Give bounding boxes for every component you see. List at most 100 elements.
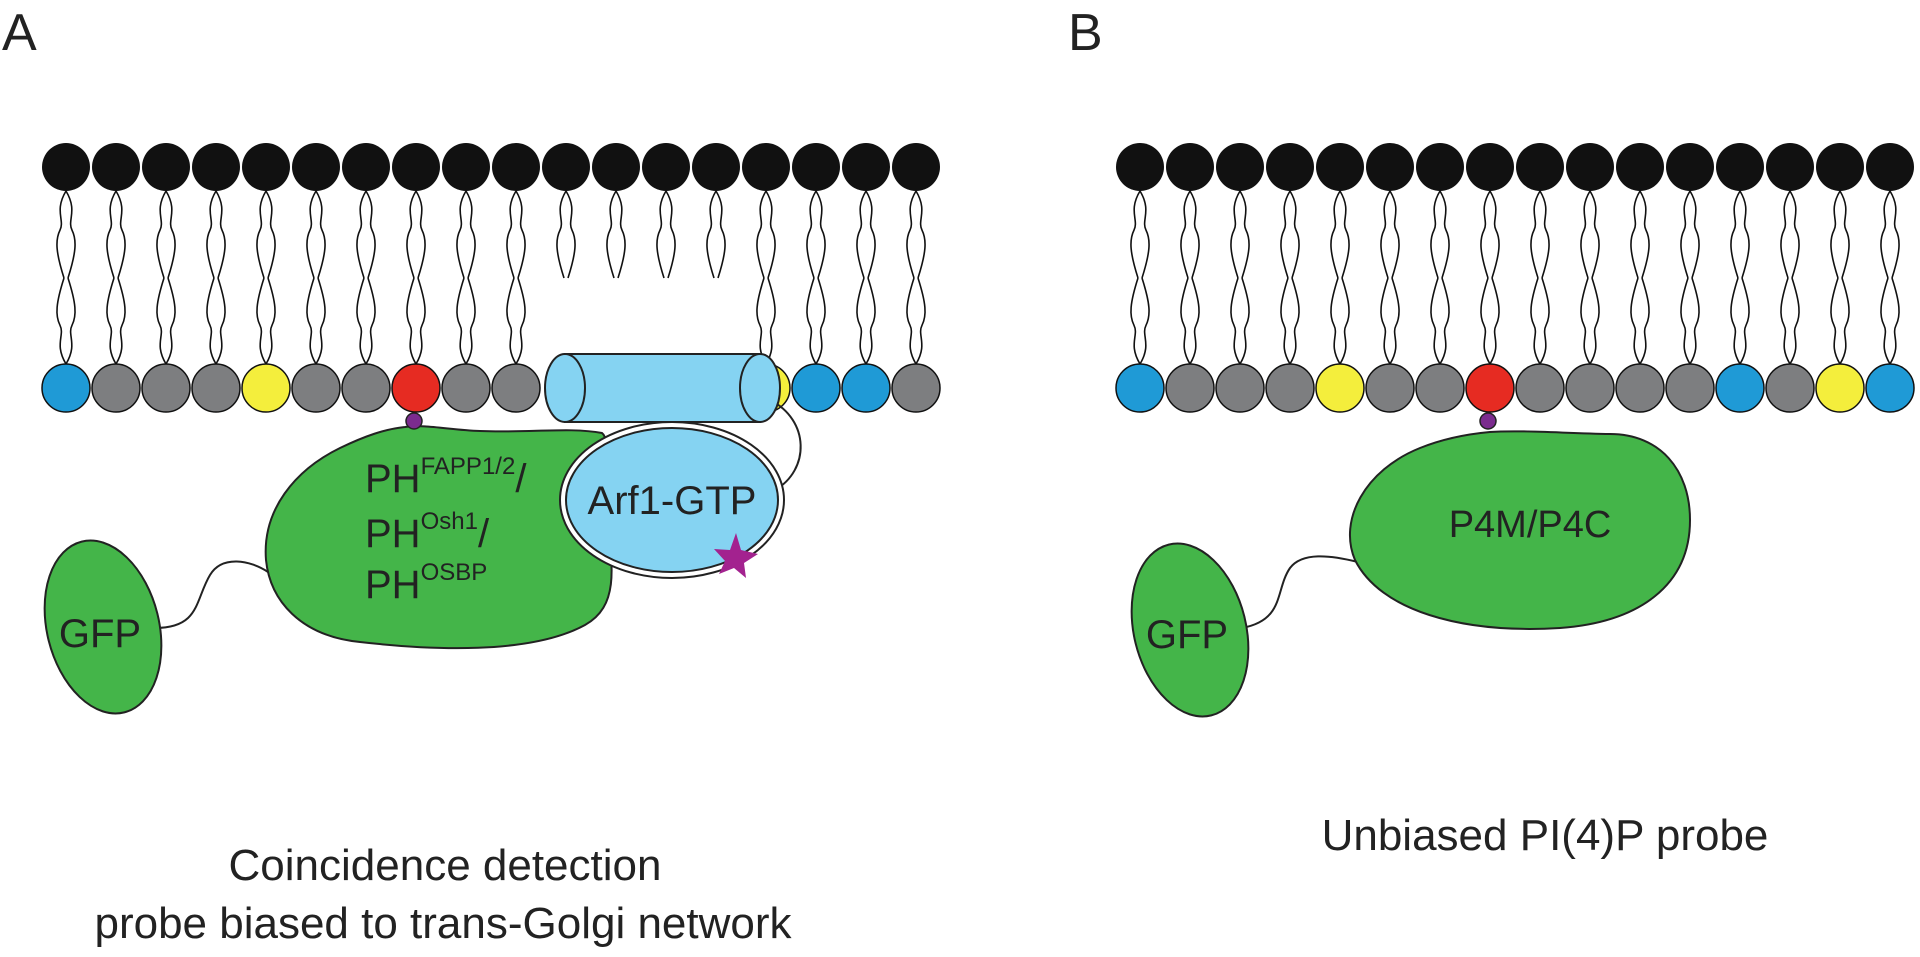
lipid-tail	[565, 190, 576, 279]
lipid-bilayer-a	[41, 143, 941, 413]
lipid-tail	[265, 190, 276, 279]
panel-a-label: A	[2, 4, 37, 62]
lipid-tail	[1889, 277, 1900, 365]
outer-headgroup	[1616, 143, 1664, 191]
lipid-tail	[215, 277, 226, 365]
outer-headgroup	[842, 143, 890, 191]
outer-headgroup	[442, 143, 490, 191]
myristoyl-star-icon	[714, 533, 758, 578]
lipid-tail	[1880, 190, 1891, 279]
lipid-tail	[106, 277, 117, 365]
lipid-tail	[115, 277, 126, 365]
lipid-tail	[1730, 190, 1741, 279]
linker-a	[154, 560, 269, 629]
lipid-tail	[56, 190, 67, 279]
lipid-tail	[615, 190, 626, 279]
lipid-tail	[1380, 277, 1391, 365]
outer-headgroup	[1166, 143, 1214, 191]
lipid-tail	[1580, 277, 1591, 365]
lipid-tail	[756, 190, 767, 279]
inner-headgroup-gray	[441, 363, 491, 413]
lipid-tail	[406, 190, 417, 279]
lipid-tail	[1339, 277, 1350, 365]
inner-headgroup-gray	[141, 363, 191, 413]
inner-headgroup-gray	[491, 363, 541, 413]
lipid-tail	[906, 277, 917, 365]
lipid-tail	[1739, 190, 1750, 279]
lipid-tail	[506, 277, 517, 365]
lipid-tail	[806, 190, 817, 279]
gfp-b	[1130, 542, 1250, 718]
pi4p-headgroup	[1465, 363, 1515, 413]
inner-headgroup-blue	[41, 363, 91, 413]
outer-headgroup	[1316, 143, 1364, 191]
gfp-a-label: GFP	[59, 612, 141, 656]
lipid-tail	[1739, 277, 1750, 365]
lipid-tail	[1880, 277, 1891, 365]
lipid-tail	[1389, 277, 1400, 365]
lipid-tail	[765, 190, 776, 279]
inner-headgroup-gray	[191, 363, 241, 413]
lipid-tail	[815, 277, 826, 365]
lipid-tail	[865, 277, 876, 365]
lipid-tail	[1830, 277, 1841, 365]
inner-headgroup-gray	[1765, 363, 1815, 413]
lipid-tail	[465, 277, 476, 365]
lipid-tail	[1780, 190, 1791, 279]
inner-headgroup-gray	[1415, 363, 1465, 413]
outer-headgroup	[1416, 143, 1464, 191]
inner-headgroup-yellow	[1315, 363, 1365, 413]
lipid-tail	[1189, 190, 1200, 279]
lipid-tail	[1389, 190, 1400, 279]
lipid-tail	[1789, 190, 1800, 279]
lipid-tail	[1489, 277, 1500, 365]
lipid-tail	[115, 190, 126, 279]
inner-headgroup-gray	[1365, 363, 1415, 413]
caption-b-line1: Unbiased PI(4)P probe	[1322, 811, 1769, 860]
outer-headgroup	[892, 143, 940, 191]
lipid-tail	[265, 277, 276, 365]
outer-headgroup	[392, 143, 440, 191]
lipid-tail	[165, 190, 176, 279]
lipid-tail	[1230, 277, 1241, 365]
inner-headgroup-gray	[1615, 363, 1665, 413]
inner-headgroup-blue	[1715, 363, 1765, 413]
panel-b-label: B	[1068, 4, 1103, 62]
lipid-tail	[365, 190, 376, 279]
lipid-tail	[1639, 190, 1650, 279]
lipid-tail	[1680, 277, 1691, 365]
outer-headgroup	[92, 143, 140, 191]
lipid-tail	[415, 190, 426, 279]
outer-headgroup	[1366, 143, 1414, 191]
inner-headgroup-blue	[841, 363, 891, 413]
inner-headgroup-gray	[1165, 363, 1215, 413]
inner-headgroup-gray	[91, 363, 141, 413]
inner-headgroup-gray	[1265, 363, 1315, 413]
outer-headgroup	[1816, 143, 1864, 191]
inner-headgroup-blue	[1865, 363, 1915, 413]
inner-headgroup-gray	[291, 363, 341, 413]
lipid-tail	[165, 277, 176, 365]
lipid-tail	[1130, 277, 1141, 365]
lipid-tail	[706, 190, 717, 279]
lipid-tail	[1730, 277, 1741, 365]
inner-headgroup-gray	[1565, 363, 1615, 413]
gfp-b-label: GFP	[1146, 613, 1228, 657]
lipid-tail	[1239, 277, 1250, 365]
lipid-tail	[1689, 190, 1700, 279]
lipid-tail	[1380, 190, 1391, 279]
lipid-tail	[156, 277, 167, 365]
outer-headgroup	[692, 143, 740, 191]
lipid-tail	[256, 277, 267, 365]
lipid-tail	[1289, 190, 1300, 279]
outer-headgroup	[1866, 143, 1914, 191]
lipid-tail	[715, 190, 726, 279]
lipid-tail	[1289, 277, 1300, 365]
inner-headgroup-yellow	[1815, 363, 1865, 413]
inner-headgroup-blue	[791, 363, 841, 413]
lipid-tail	[1780, 277, 1791, 365]
outer-headgroup	[642, 143, 690, 191]
outer-headgroup	[492, 143, 540, 191]
pi4p-headgroup	[391, 363, 441, 413]
arf-helix	[544, 353, 781, 423]
